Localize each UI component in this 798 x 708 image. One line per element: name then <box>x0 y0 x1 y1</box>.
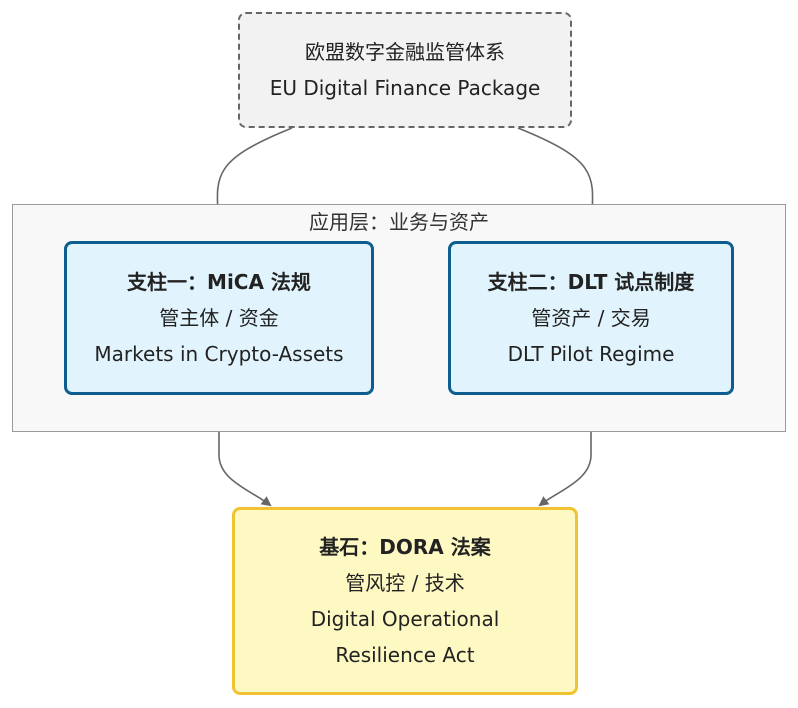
mica-title: 支柱一：MiCA 法规 <box>127 270 311 294</box>
eu-framework-title: 欧盟数字金融监管体系 <box>305 40 505 64</box>
dlt-title: 支柱二：DLT 试点制度 <box>487 270 695 294</box>
edge-dlt-to-dora <box>538 395 592 507</box>
mica-pillar-node: 支柱一：MiCA 法规 管主体 / 资金 Markets in Crypto-A… <box>64 241 374 395</box>
dora-full-name-line1: Digital Operational <box>310 607 500 631</box>
dora-scope: 管风控 / 技术 <box>345 571 465 595</box>
mica-scope: 管主体 / 资金 <box>159 306 279 330</box>
dora-title: 基石：DORA 法案 <box>319 535 491 559</box>
dlt-pilot-pillar-node: 支柱二：DLT 试点制度 管资产 / 交易 DLT Pilot Regime <box>448 241 734 395</box>
mica-full-name: Markets in Crypto-Assets <box>94 342 344 366</box>
eu-framework-subtitle: EU Digital Finance Package <box>269 76 541 100</box>
edge-mica-to-dora <box>218 395 272 507</box>
dora-full-name-line2: Resilience Act <box>335 643 475 667</box>
dlt-full-name: DLT Pilot Regime <box>507 342 675 366</box>
application-layer-label: 应用层：业务与资产 <box>309 210 489 234</box>
eu-digital-finance-node: 欧盟数字金融监管体系 EU Digital Finance Package <box>238 12 572 128</box>
dora-foundation-node: 基石：DORA 法案 管风控 / 技术 Digital Operational … <box>232 507 578 695</box>
dlt-scope: 管资产 / 交易 <box>531 306 651 330</box>
